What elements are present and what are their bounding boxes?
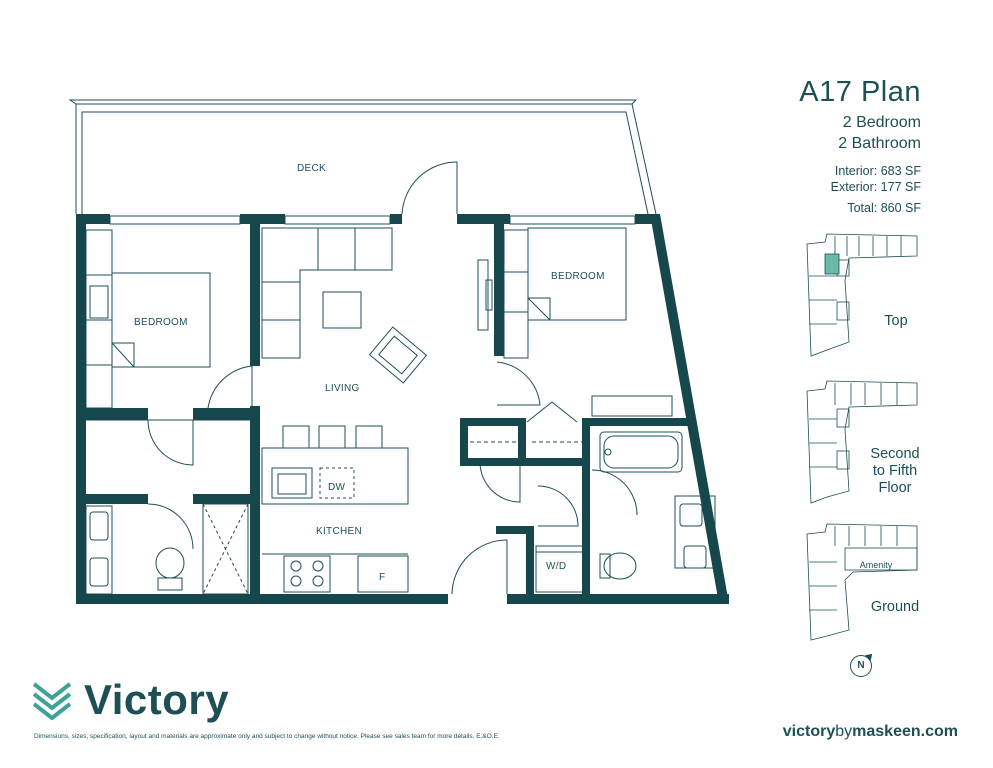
label-kitchen: KITCHEN <box>316 526 362 537</box>
bed-left <box>111 272 211 368</box>
kitchen-island <box>261 447 409 505</box>
floor-plan: DECK BEDROOM BEDROOM LIVING KITCHEN DW F… <box>68 99 729 604</box>
brand-name: Victory <box>84 676 230 723</box>
website-link[interactable]: victorybymaskeen.com <box>783 723 958 741</box>
label-fridge: F <box>379 572 385 583</box>
bedroom-left-closet <box>85 229 113 409</box>
walls <box>76 214 729 604</box>
plan-exterior: Exterior: 177 SF <box>830 180 921 194</box>
bedroom-left-door <box>207 365 253 409</box>
window-bedroom-right <box>509 215 636 225</box>
label-dw: DW <box>328 482 346 493</box>
coffee-table <box>322 291 362 329</box>
key-plan-top <box>806 233 918 357</box>
label-deck: DECK <box>297 163 326 174</box>
bathtub <box>599 431 683 473</box>
victory-chevron-icon <box>32 682 72 720</box>
key-plan-ground <box>806 523 918 641</box>
plan-title: A17 Plan <box>799 76 921 108</box>
armchair <box>368 326 428 384</box>
toilet-left <box>155 547 185 579</box>
entry-door <box>451 539 508 595</box>
bedroom-right-closet <box>503 229 529 359</box>
deck-door-swing <box>401 161 458 215</box>
window-living <box>284 215 391 225</box>
sofa <box>261 227 393 359</box>
key-label-ground: Ground <box>870 599 920 615</box>
disclaimer: Dimensions, sizes, specification, layout… <box>34 733 500 740</box>
stool-2 <box>318 425 346 449</box>
label-bedroom-right: BEDROOM <box>551 271 605 282</box>
key-label-amenity: Amenity <box>859 560 893 570</box>
plan-interior: Interior: 683 SF <box>834 164 921 178</box>
site-suffix: maskeen.com <box>852 723 958 740</box>
key-label-second-line3: Floor <box>878 480 912 496</box>
dishwasher <box>319 467 355 499</box>
label-living: LIVING <box>325 383 360 394</box>
north-label: N <box>857 660 865 671</box>
key-label-top: Top <box>884 313 908 329</box>
site-prefix: victory <box>782 723 836 740</box>
brand-logo: Victory <box>32 676 229 724</box>
key-plan-highlight <box>824 253 840 275</box>
range <box>283 555 331 593</box>
window-bedroom-left <box>109 215 241 225</box>
label-wd: W/D <box>546 561 566 572</box>
plan-bathrooms: 2 Bathroom <box>838 135 921 152</box>
site-middle: by <box>835 723 853 740</box>
stool-1 <box>282 425 310 449</box>
key-label-second-line1: Second <box>870 446 920 462</box>
stool-3 <box>355 425 383 449</box>
north-arrow: N <box>850 651 875 677</box>
key-label-second-line2: to Fifth <box>872 463 918 479</box>
dresser <box>591 395 673 417</box>
bed-right <box>527 227 627 321</box>
plan-bedrooms: 2 Bedroom <box>842 114 921 131</box>
bedroom-right-door <box>496 361 541 406</box>
toilet-right <box>603 552 637 580</box>
key-label-second: Second to Fifth Floor <box>862 446 928 497</box>
plan-total: Total: 860 SF <box>847 201 921 215</box>
label-bedroom-left: BEDROOM <box>134 317 188 328</box>
key-plan-second <box>806 380 918 504</box>
deck-outline <box>75 103 657 215</box>
sink <box>271 467 313 499</box>
fridge <box>357 555 409 593</box>
